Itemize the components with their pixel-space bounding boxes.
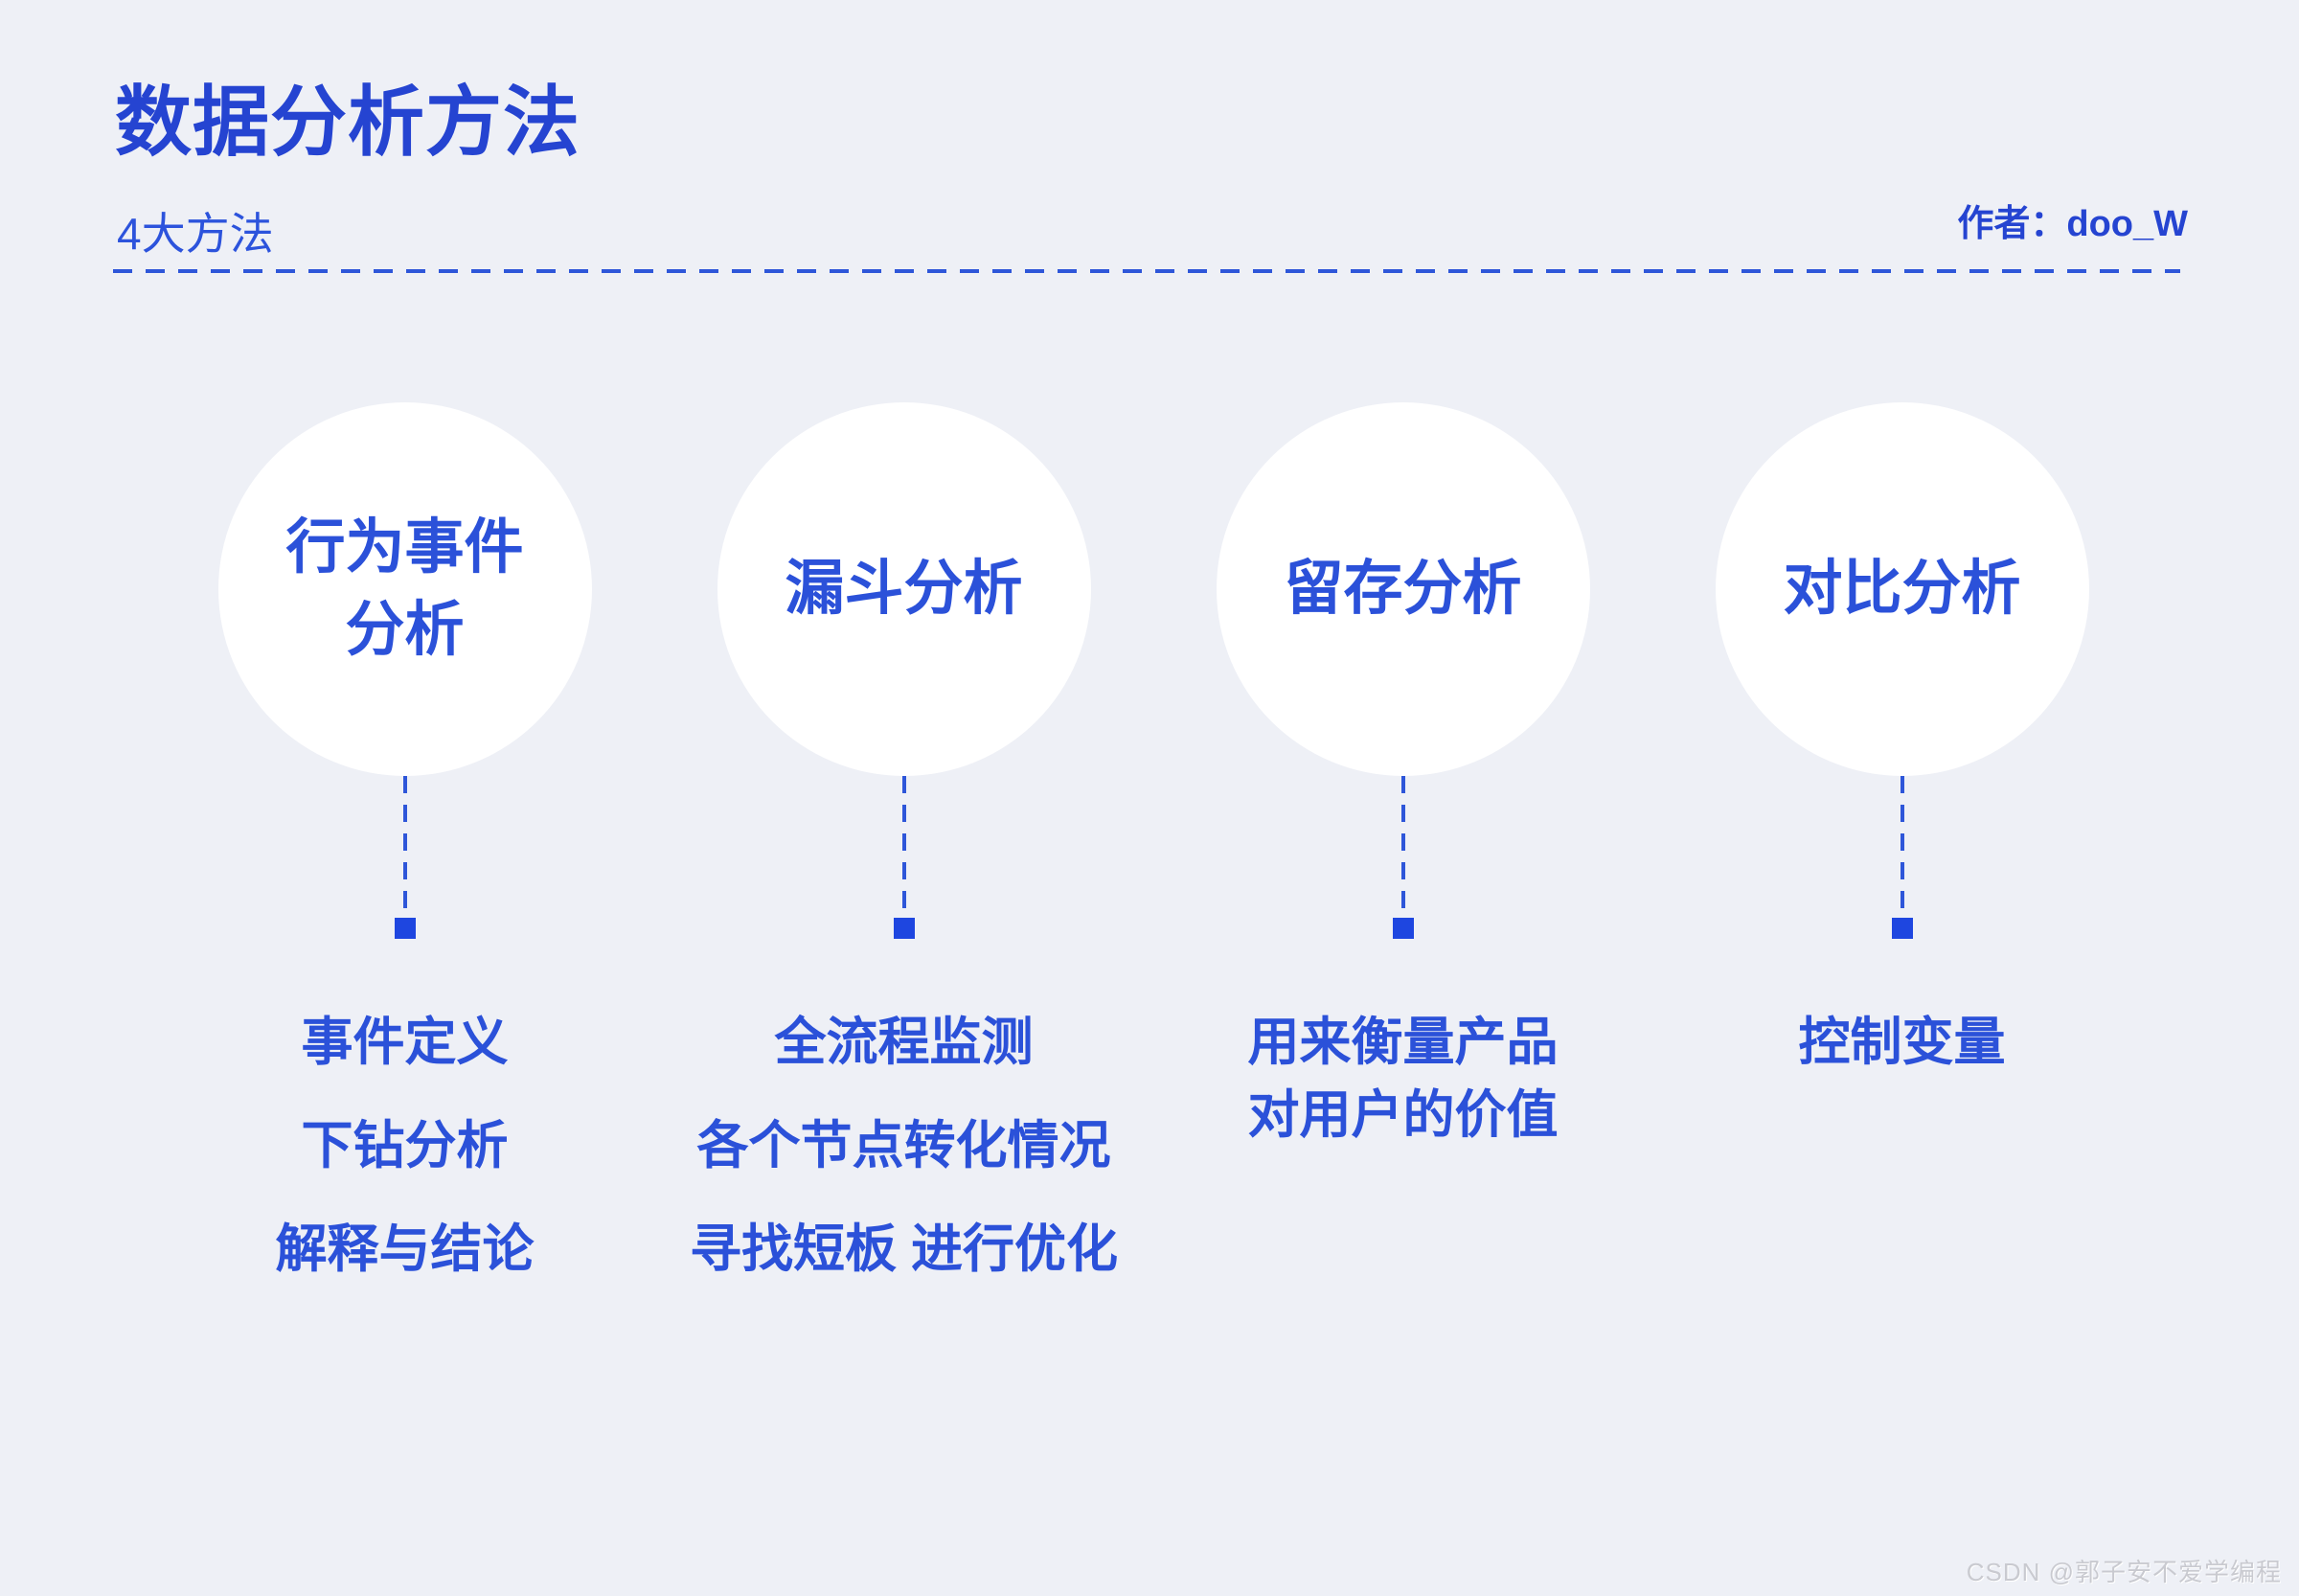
method-column-behavior-event: 行为事件 分析 事件定义 下钻分析 解释与结论 (155, 402, 654, 1316)
connector-square-dot (893, 918, 915, 939)
method-points: 事件定义 下钻分析 解释与结论 (276, 1006, 535, 1316)
method-title: 对比分析 (1783, 556, 2021, 622)
method-point: 寻找短板 进行优化 (689, 1220, 1118, 1278)
dashed-connector-line (901, 776, 906, 918)
dashed-connector-line (1400, 776, 1405, 918)
method-points: 用来衡量产品 对用户的价值 (1248, 1006, 1559, 1182)
method-circle: 漏斗分析 (717, 402, 1091, 776)
csdn-watermark: CSDN @郭子安不爱学编程 (1966, 1558, 2282, 1586)
page-title: 数据分析方法 (115, 80, 580, 165)
dashed-connector-line (1900, 776, 1904, 918)
author-label: 作者：doo_W (1957, 204, 2188, 244)
method-point: 下钻分析 (301, 1117, 509, 1174)
connector-square-dot (1891, 918, 1913, 939)
method-point: 用来衡量产品 对用户的价值 (1247, 1014, 1559, 1144)
method-points: 控制变量 (1799, 1006, 2006, 1109)
methods-row: 行为事件 分析 事件定义 下钻分析 解释与结论 漏斗分析 全流程监测 各个节点转… (155, 402, 2151, 1316)
method-circle: 留存分析 (1216, 402, 1590, 776)
method-circle: 对比分析 (1715, 402, 2089, 776)
method-points: 全流程监测 各个节点转化情况 寻找短板 进行优化 (690, 1006, 1118, 1316)
dashed-separator-line (113, 269, 2180, 273)
method-point: 各个节点转化情况 (696, 1117, 1111, 1174)
method-title: 行为事件 (285, 514, 524, 581)
method-column-retention: 留存分析 用来衡量产品 对用户的价值 (1153, 402, 1652, 1316)
method-title: 留存分析 (1284, 556, 1522, 622)
method-point: 控制变量 (1798, 1014, 2006, 1071)
method-title: 分析 (345, 597, 465, 663)
connector-square-dot (394, 918, 416, 939)
page-subtitle: 4大方法 (117, 209, 274, 259)
method-column-comparison: 对比分析 控制变量 (1652, 402, 2151, 1316)
connector-square-dot (1392, 918, 1414, 939)
method-circle: 行为事件 分析 (217, 402, 592, 776)
method-point: 全流程监测 (774, 1014, 1034, 1071)
method-point: 事件定义 (301, 1014, 509, 1071)
method-point: 解释与结论 (275, 1220, 535, 1278)
method-title: 漏斗分析 (785, 556, 1023, 622)
method-column-funnel: 漏斗分析 全流程监测 各个节点转化情况 寻找短板 进行优化 (654, 402, 1153, 1316)
dashed-connector-line (402, 776, 407, 918)
